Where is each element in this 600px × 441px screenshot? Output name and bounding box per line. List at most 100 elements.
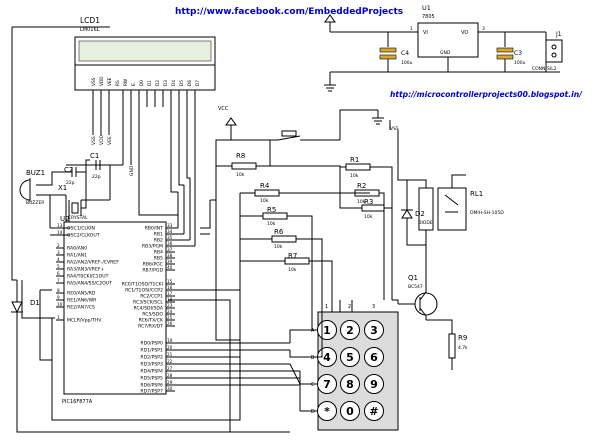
mcu-pin-number: 37 bbox=[167, 247, 173, 252]
d2-ref: D2 bbox=[415, 210, 425, 218]
mcu-pin-number: 10 bbox=[57, 302, 63, 307]
keypad-key[interactable]: * bbox=[317, 401, 337, 421]
relay-part: OMIH-SH-105D bbox=[470, 210, 504, 216]
relay-ref: RL1 bbox=[470, 190, 483, 198]
lcd-data-bus-down bbox=[177, 172, 196, 246]
lcd-gnd-vee: VEE bbox=[107, 136, 113, 145]
mcu-pin-name: RB6/PGC bbox=[143, 262, 163, 268]
relay-switch-lines bbox=[444, 182, 459, 213]
keypad-key-cap[interactable] bbox=[340, 347, 360, 367]
mcu-pin-name: RD7/PSP7 bbox=[140, 389, 163, 395]
keypad-row-label: D bbox=[311, 409, 315, 415]
connector-j1: J1 CONN-SIL2 bbox=[532, 31, 563, 72]
mcu-pin-name: RD4/PSP4 bbox=[140, 369, 163, 375]
mcu-pin-number: 15 bbox=[167, 279, 173, 284]
lcd-power-leads bbox=[92, 90, 110, 135]
mcu-pin-number: 35 bbox=[167, 235, 173, 240]
regulator-body bbox=[417, 22, 479, 58]
button-to-vss bbox=[339, 109, 378, 140]
keypad-key-cap[interactable] bbox=[340, 320, 360, 340]
mcu-pin-name: RC6/TX/CK bbox=[139, 318, 164, 324]
keypad-key[interactable]: 2 bbox=[340, 320, 360, 340]
q1-base-wire bbox=[392, 299, 415, 305]
keypad-key-label: 1 bbox=[323, 324, 331, 337]
r7-value: 10k bbox=[288, 267, 297, 273]
lcd-pin-label: D7 bbox=[195, 80, 201, 86]
mcu-pin-name: RB4 bbox=[154, 250, 163, 256]
lcd-pin-label: D6 bbox=[187, 80, 193, 86]
keypad-key[interactable]: 1 bbox=[317, 320, 337, 340]
keypad-key[interactable]: 0 bbox=[340, 401, 360, 421]
mcu-pin-number: 4 bbox=[57, 257, 60, 262]
lcd-data-bus bbox=[170, 90, 196, 193]
keypad-row-labels: A B C D bbox=[311, 328, 315, 415]
keypad-row-label: B bbox=[311, 355, 315, 361]
mcu-pin-number: 29 bbox=[167, 380, 173, 385]
cap-top-leads bbox=[387, 32, 506, 47]
keypad-key[interactable]: # bbox=[364, 401, 384, 421]
mcu-pin-name: RA4/T0CKI/C1OUT bbox=[67, 274, 109, 280]
lcd-pin-label: D0 bbox=[139, 80, 145, 86]
keypad-key[interactable]: 7 bbox=[317, 374, 337, 394]
keypad-key-cap[interactable] bbox=[364, 347, 384, 367]
mcu-pin-number: 14 bbox=[57, 230, 63, 235]
j1-wires bbox=[545, 32, 560, 73]
j1-part: CONN-SIL2 bbox=[532, 66, 557, 72]
mcu-pin-number: 38 bbox=[167, 253, 173, 258]
mcu-ref: U2 bbox=[60, 215, 70, 223]
keypad-key-cap[interactable] bbox=[364, 374, 384, 394]
keypad-key[interactable]: 8 bbox=[340, 374, 360, 394]
facebook-url[interactable]: http://www.facebook.com/EmbeddedProjects bbox=[175, 7, 403, 17]
buzzer-part: BUZZER bbox=[26, 200, 44, 206]
resistor-r8: R8 10k bbox=[231, 152, 257, 178]
d1-to-mcu bbox=[21, 280, 55, 319]
mcu-pin-name: RC1/T1OSI/CCP2 bbox=[125, 288, 163, 294]
r7-ref: R7 bbox=[288, 252, 297, 260]
mcu-pin-number: 36 bbox=[167, 241, 173, 246]
mcu-pin-number: 6 bbox=[57, 271, 60, 276]
keypad-key[interactable]: 3 bbox=[364, 320, 384, 340]
voltage-regulator: U1 7805 VI VO GND 1 3 bbox=[410, 4, 485, 58]
regulator-vi: VI bbox=[423, 30, 428, 36]
keypad-key[interactable]: 9 bbox=[364, 374, 384, 394]
mcu-pin-number: 28 bbox=[167, 373, 173, 378]
lcd-display-area bbox=[78, 40, 212, 62]
vss-ground bbox=[372, 110, 384, 125]
mcu-pin-name: OSC1/CLKIN bbox=[67, 226, 95, 232]
mcu-pin-name: RC3/SCK/SCL bbox=[133, 300, 163, 306]
c4-value: 100u bbox=[401, 60, 413, 66]
mcu-pin-number: 5 bbox=[57, 264, 60, 269]
keypad-key[interactable]: 6 bbox=[364, 347, 384, 367]
lcd-pin-label: VSS bbox=[91, 77, 97, 86]
keypad-key-label: 4 bbox=[323, 351, 331, 364]
d1-ref: D1 bbox=[30, 299, 40, 307]
mcu-pin-name: RD5/PSP5 bbox=[140, 376, 163, 382]
keypad-col-label: 2 bbox=[348, 304, 351, 310]
lcd-pin-label: D3 bbox=[163, 80, 169, 86]
keypad-key-cap[interactable] bbox=[364, 401, 384, 421]
mcu-pin-name: RD2/PSP2 bbox=[140, 355, 163, 361]
r8-value: 10k bbox=[236, 172, 245, 178]
resistor-r7: R7 10k bbox=[284, 252, 310, 273]
lcd-pin-label: E bbox=[131, 83, 137, 86]
keypad-row-label: C bbox=[311, 382, 315, 388]
mcu-pin-number: 8 bbox=[57, 288, 60, 293]
pullup-rail bbox=[215, 200, 241, 341]
mcu-pin-number: 22 bbox=[167, 359, 173, 364]
keypad-key-cap[interactable] bbox=[364, 320, 384, 340]
mcu-portc-wires bbox=[168, 289, 240, 432]
keypad-key-cap[interactable] bbox=[340, 374, 360, 394]
r8-ref: R8 bbox=[236, 152, 245, 160]
lcd-pin-label: D5 bbox=[179, 80, 185, 86]
keypad-key[interactable]: 5 bbox=[340, 347, 360, 367]
c2-value: 22p bbox=[66, 180, 75, 186]
keypad-row-label: A bbox=[311, 328, 315, 334]
mcu-pin-number: 1 bbox=[57, 315, 60, 320]
lcd-pin-label: VDD bbox=[99, 76, 105, 86]
keypad-key-cap[interactable] bbox=[340, 401, 360, 421]
blog-url[interactable]: http://microcontrollerprojects00.blogspo… bbox=[390, 90, 583, 99]
mcu-pin-name: RA1/AN1 bbox=[67, 253, 87, 259]
capacitor-c1: C1 22p bbox=[90, 152, 111, 200]
